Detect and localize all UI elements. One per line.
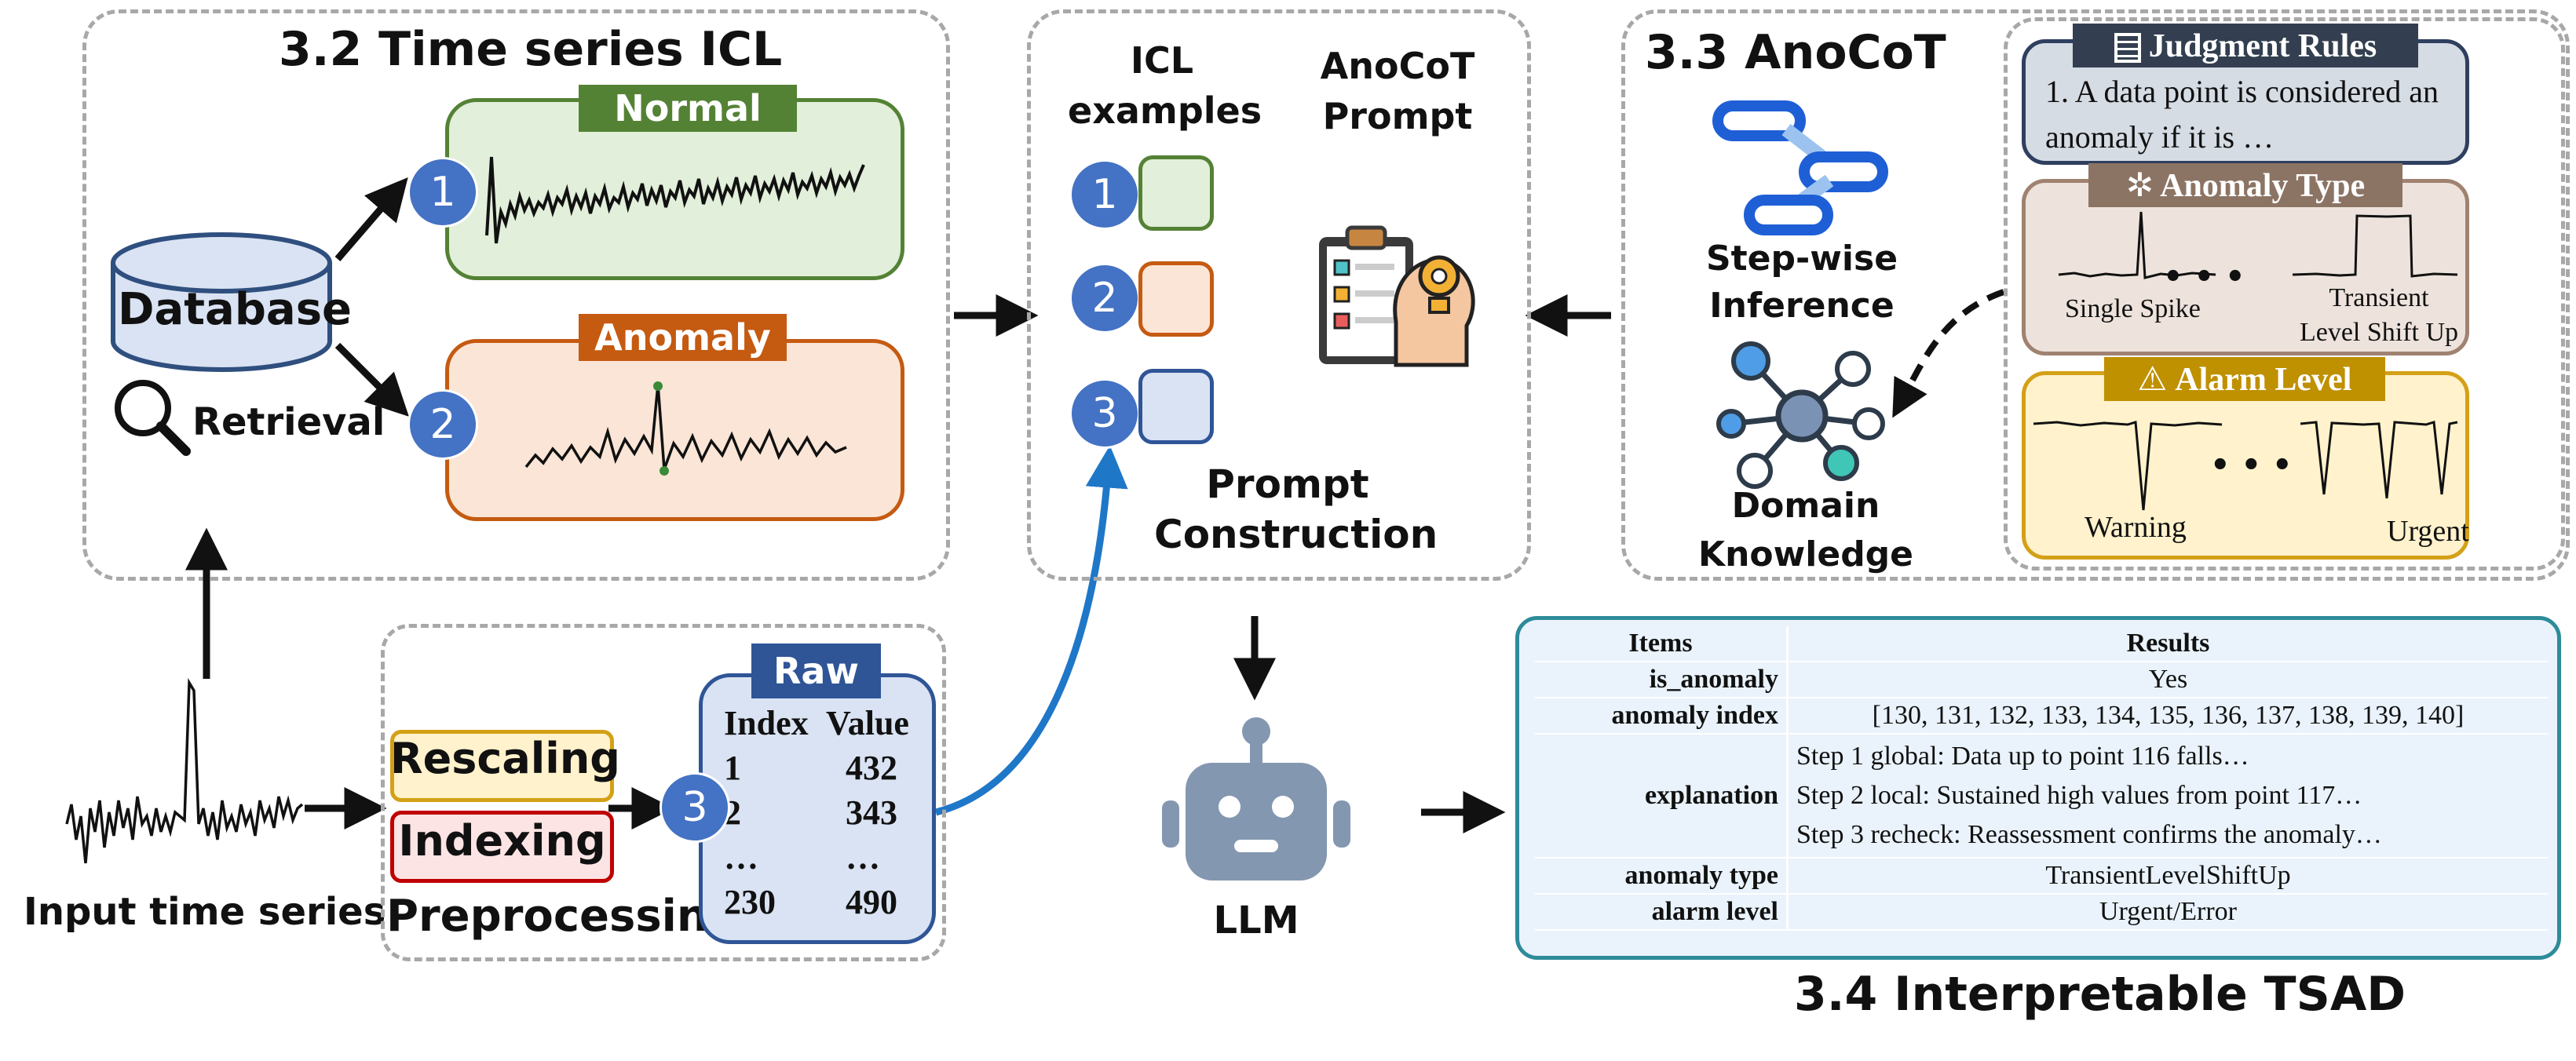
- results-header-items: Items: [1535, 626, 1789, 662]
- single-spike-label: Single Spike: [2065, 294, 2201, 323]
- stepwise-icon: [1712, 100, 1888, 235]
- raw-header-value: Value: [826, 704, 909, 742]
- raw-tag: Raw: [751, 644, 881, 698]
- step-1-badge: 1: [407, 157, 478, 228]
- urgent-label: Urgent: [2387, 515, 2469, 548]
- stepwise-label: Step-wise Inference: [1705, 239, 1898, 326]
- indexing-label: Indexing: [398, 816, 606, 866]
- step-2-badge: 2: [407, 389, 478, 460]
- normal-tag: Normal: [579, 85, 797, 132]
- robot-icon: [1162, 717, 1350, 881]
- retrieval-label: Retrieval: [192, 400, 385, 444]
- knowledge-panel: [2004, 17, 2565, 571]
- warning-triangle-icon: ⚠: [2137, 359, 2168, 398]
- result-key: alarm level: [1535, 894, 1789, 931]
- anocot-panel: [1621, 9, 2570, 581]
- level-shift-plot: [2292, 214, 2458, 278]
- raw-cell: …: [724, 838, 758, 877]
- rescaling-label: Rescaling: [390, 734, 620, 783]
- raw-cell: 2: [724, 793, 741, 832]
- transient-level-label: Transient Level Shift Up: [2299, 283, 2459, 347]
- anomaly-type-card: [2022, 179, 2469, 355]
- anocot-prompt-label: AnoCoT Prompt: [1320, 45, 1475, 137]
- prompt-item-2-box: [1138, 261, 1214, 337]
- anomaly-type-ellipsis: • • •: [2163, 259, 2245, 295]
- alarm-level-ellipsis: • • •: [2210, 447, 2293, 483]
- result-value: TransientLevelShiftUp: [1787, 858, 2548, 895]
- single-spike-plot: [2058, 211, 2216, 279]
- prompt-item-2-badge: 2: [1069, 263, 1140, 334]
- database-label: Database: [118, 284, 353, 335]
- alarm-level-label: Alarm Level: [2175, 362, 2352, 398]
- explanation-line: Step 1 global: Data up to point 116 fall…: [1796, 742, 2249, 771]
- anomaly-series-plot: [524, 381, 847, 476]
- domain-knowledge-label: Domain Knowledge: [1697, 486, 1914, 574]
- prompt-item-3-badge: 3: [1069, 378, 1140, 449]
- anomaly-type-tag: ✲Anomaly Type: [2088, 163, 2402, 207]
- table-row: explanation Step 1 global: Data up to po…: [1535, 734, 2548, 859]
- icl-panel: [82, 9, 950, 581]
- result-value: Yes: [1787, 662, 2548, 698]
- result-key: explanation: [1535, 734, 1789, 859]
- raw-table: Index Value 1 432 2 343 … … 230 490: [724, 703, 932, 922]
- icl-examples-label: ICL examples: [1068, 39, 1262, 132]
- prompt-panel: [1027, 9, 1531, 581]
- raw-cell: 490: [846, 883, 897, 921]
- alarm-series-plot: [2033, 421, 2458, 511]
- result-value: Urgent/Error: [1787, 894, 2548, 931]
- database-icon: [111, 232, 332, 372]
- prompt-item-3-box: [1138, 369, 1214, 444]
- table-row: is_anomaly Yes: [1535, 662, 2548, 698]
- raw-cell: …: [846, 838, 880, 877]
- warning-label: Warning: [2085, 511, 2187, 544]
- result-value: Step 1 global: Data up to point 116 fall…: [1787, 734, 2548, 859]
- result-key: anomaly index: [1535, 698, 1789, 735]
- result-key: anomaly type: [1535, 858, 1789, 895]
- alarm-level-tag: ⚠Alarm Level: [2104, 357, 2385, 401]
- result-value: [130, 131, 132, 133, 134, 135, 136, 137,…: [1787, 698, 2548, 735]
- result-key: is_anomaly: [1535, 662, 1789, 698]
- results-header-row: Items Results: [1535, 626, 2548, 662]
- step-3-badge: 3: [660, 772, 730, 843]
- raw-cell: 343: [846, 793, 897, 832]
- prompt-item-1-badge: 1: [1069, 159, 1140, 230]
- prompt-item-1-box: [1138, 155, 1214, 231]
- prompt-clipboard-icon: [1319, 225, 1475, 367]
- judgment-rules-text: 1. A data point is considered an anomaly…: [2045, 74, 2439, 155]
- icl-panel-title: 3.2 Time series ICL: [279, 22, 783, 77]
- anomaly-type-label: Anomaly Type: [2160, 168, 2366, 204]
- preprocessing-panel: [381, 624, 946, 961]
- preprocessing-label: Preprocessing: [386, 891, 740, 942]
- prompt-construction-label: Prompt Construction: [1154, 461, 1438, 557]
- normal-series-plot: [485, 156, 865, 244]
- explanation-line: Step 3 recheck: Reassessment confirms th…: [1796, 820, 2382, 849]
- input-series-plot: [65, 678, 304, 864]
- anomaly-type-icon: ✲: [2125, 166, 2154, 204]
- tsad-panel-title: 3.4 Interpretable TSAD: [1794, 967, 2406, 1022]
- results-table: Items Results is_anomaly Yes anomaly ind…: [1535, 626, 2548, 931]
- input-label: Input time series: [24, 890, 386, 934]
- llm-label: LLM: [1213, 899, 1299, 943]
- alarm-level-card: [2022, 371, 2469, 560]
- table-row: alarm level Urgent/Error: [1535, 894, 2548, 931]
- anomaly-tag: Anomaly: [579, 314, 787, 361]
- table-row: anomaly index [130, 131, 132, 133, 134, …: [1535, 698, 2548, 735]
- list-icon: [2114, 32, 2141, 63]
- raw-card: [699, 673, 936, 944]
- raw-cell: 432: [846, 749, 897, 787]
- rescaling-box: [390, 730, 614, 802]
- judgment-rules-label: Judgment Rules: [2148, 28, 2377, 64]
- magnifier-icon: [115, 380, 191, 456]
- raw-cell: 1: [724, 749, 741, 787]
- judgment-rules-tag: Judgment Rules: [2073, 24, 2418, 67]
- raw-header-index: Index: [724, 704, 809, 742]
- anocot-panel-title: 3.3 AnoCoT: [1645, 25, 1946, 80]
- explanation-line: Step 2 local: Sustained high values from…: [1796, 781, 2362, 810]
- raw-cell: 230: [724, 883, 776, 921]
- table-row: anomaly type TransientLevelShiftUp: [1535, 858, 2548, 895]
- domain-knowledge-icon: [1716, 341, 1885, 489]
- results-header-results: Results: [1787, 626, 2548, 662]
- indexing-box: [390, 811, 614, 883]
